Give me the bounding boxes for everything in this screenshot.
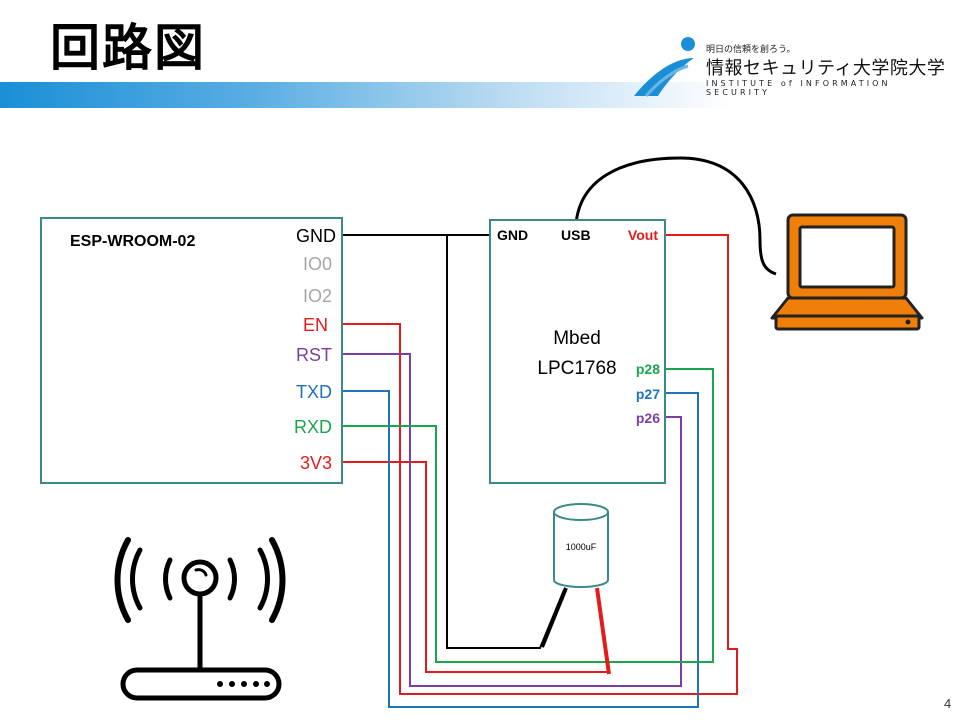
esp-pin-en: EN bbox=[303, 315, 328, 335]
logo-university-name: 情報セキュリティ大学院大学 bbox=[706, 58, 946, 79]
laptop-icon bbox=[770, 213, 924, 331]
esp-pin-rst: RST bbox=[296, 345, 332, 365]
esp-pin-gnd: GND bbox=[296, 226, 336, 246]
esp-module-box bbox=[40, 217, 343, 484]
mbed-pin-p26: p26 bbox=[636, 410, 660, 426]
wire-3v3-cap bbox=[342, 461, 608, 673]
esp-pin-io2: IO2 bbox=[303, 286, 332, 306]
mbed-pin-usb: USB bbox=[561, 227, 591, 243]
esp-pin-rxd: RXD bbox=[294, 417, 332, 437]
mbed-pin-p27: p27 bbox=[636, 386, 660, 402]
router-lights bbox=[217, 681, 270, 687]
wire-en-vout bbox=[342, 234, 738, 695]
wire-txd-p27 bbox=[342, 390, 699, 708]
logo-english-name: INSTITUTE of INFORMATION SECURITY bbox=[706, 79, 891, 97]
esp-pin-io0: IO0 bbox=[303, 254, 332, 274]
capacitor-icon bbox=[540, 503, 611, 675]
capacitor-label: 1000uF bbox=[566, 542, 597, 552]
title-underline-bar bbox=[0, 82, 730, 108]
mbed-pin-vout: Vout bbox=[628, 227, 658, 243]
wireless-router-icon bbox=[114, 537, 286, 701]
mbed-pin-p28: p28 bbox=[636, 361, 660, 377]
esp-pin-txd: TXD bbox=[296, 382, 332, 402]
wire-rxd-p28 bbox=[342, 368, 714, 663]
mbed-name-line2: LPC1768 bbox=[537, 358, 616, 379]
mbed-pin-gnd: GND bbox=[497, 227, 528, 243]
esp-pin-3v3: 3V3 bbox=[300, 453, 332, 473]
logo-mark-icon bbox=[634, 37, 695, 97]
wire-rst-p26 bbox=[342, 353, 682, 687]
logo-tagline: 明日の信頼を創ろう。 bbox=[706, 45, 796, 55]
page-number: 4 bbox=[944, 696, 952, 711]
page-title: 回路図 bbox=[50, 19, 206, 77]
mbed-name-line1: Mbed bbox=[553, 328, 601, 349]
usb-cable bbox=[574, 156, 777, 276]
esp-module-name: ESP-WROOM-02 bbox=[70, 233, 195, 250]
university-logo: 明日の信頼を創ろう。 情報セキュリティ大学院大学 INSTITUTE of IN… bbox=[632, 36, 952, 98]
mbed-box bbox=[489, 219, 666, 484]
